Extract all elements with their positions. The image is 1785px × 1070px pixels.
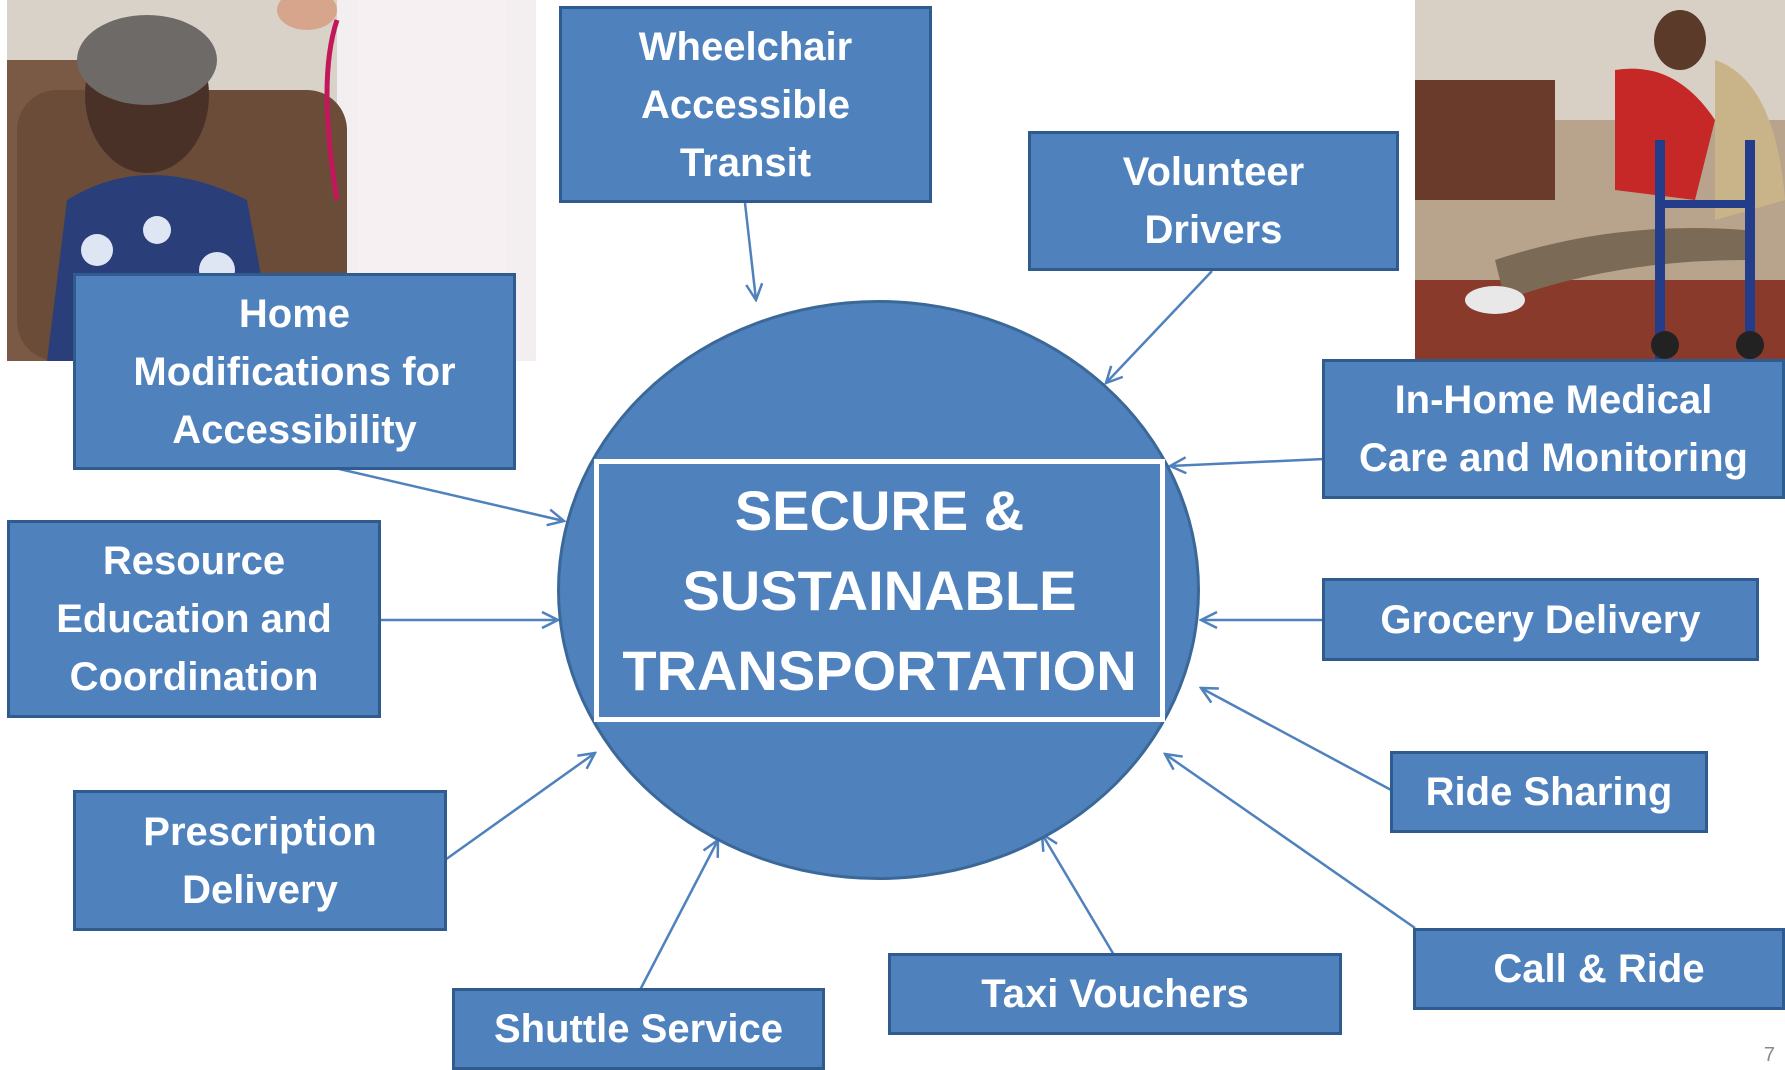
node-shuttle-service: Shuttle Service	[452, 988, 825, 1070]
node-label-line: Delivery	[182, 867, 338, 912]
node-label-line: In-Home Medical	[1394, 378, 1713, 422]
arrow-shuttle-service	[638, 840, 718, 991]
node-label-line: Coordination	[69, 655, 319, 699]
central-title-box: SECURE & SUSTAINABLE TRANSPORTATION	[594, 459, 1165, 722]
node-label-line: Volunteer	[1122, 150, 1305, 194]
center-title-line: SUSTAINABLE	[682, 558, 1077, 622]
node-ride-sharing: Ride Sharing	[1390, 751, 1708, 833]
page-number: 7	[1763, 1044, 1775, 1066]
center-title-line: SECURE &	[734, 478, 1025, 542]
node-resource-education: Resource Education and Coordination	[7, 520, 381, 718]
arrow-taxi-vouchers	[1042, 834, 1116, 956]
arrow-home-modifications	[334, 466, 564, 521]
node-label-line: Care and Monitoring	[1359, 436, 1748, 480]
node-label-line: Accessibility	[172, 407, 417, 452]
node-wheelchair-accessible-transit: Wheelchair Accessible Transit	[559, 6, 932, 203]
node-label-line: Shuttle Service	[493, 1007, 783, 1051]
node-label-line: Accessible	[640, 82, 851, 127]
node-taxi-vouchers: Taxi Vouchers	[888, 953, 1342, 1035]
node-label-line: Resource	[102, 539, 286, 583]
senior-caregiver-walker-photo	[1415, 0, 1785, 361]
node-grocery-delivery: Grocery Delivery	[1322, 578, 1759, 661]
node-label-line: Call & Ride	[1493, 947, 1705, 991]
node-label-line: Wheelchair	[638, 24, 853, 69]
node-in-home-medical-care: In-Home Medical Care and Monitoring	[1322, 359, 1785, 499]
arrow-ride-sharing	[1201, 688, 1394, 793]
arrow-in-home-medical-care	[1170, 459, 1325, 466]
arrow-wheelchair-accessible-transit	[743, 202, 756, 300]
node-label-line: Drivers	[1144, 208, 1283, 252]
arrow-prescription-delivery	[444, 753, 595, 862]
node-label-line: Grocery Delivery	[1380, 597, 1701, 642]
node-home-modifications: Home Modifications for Accessibility	[73, 273, 516, 470]
node-label-line: Modifications for	[133, 349, 456, 394]
node-label-line: Taxi Vouchers	[981, 972, 1249, 1016]
node-label-line: Education and	[56, 597, 332, 641]
center-title-line: TRANSPORTATION	[622, 638, 1137, 702]
node-prescription-delivery: Prescription Delivery	[73, 790, 447, 931]
arrow-call-and-ride	[1165, 754, 1416, 930]
node-label-line: Ride Sharing	[1425, 770, 1673, 814]
node-label-line: Home	[238, 291, 351, 336]
node-call-and-ride: Call & Ride	[1413, 928, 1785, 1010]
node-label-line: Transit	[679, 140, 812, 185]
node-volunteer-drivers: Volunteer Drivers	[1028, 131, 1399, 271]
arrow-volunteer-drivers	[1106, 270, 1213, 383]
node-label-line: Prescription	[143, 809, 377, 854]
